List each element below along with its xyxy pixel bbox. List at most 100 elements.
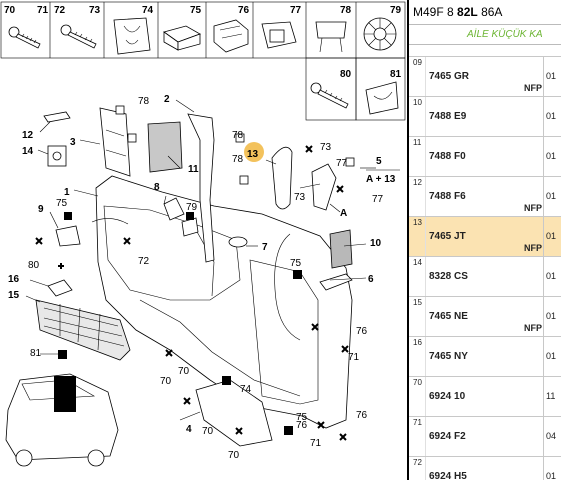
part-index: 72	[413, 458, 422, 467]
callout-13: 13	[247, 149, 259, 160]
retainer-clip-icon	[213, 19, 249, 53]
model-code-prefix: M49F 8	[413, 5, 454, 19]
vehicle-family: AİLE KÜÇÜK KA	[409, 24, 561, 44]
part-index: 16	[413, 338, 422, 347]
part-quantity: 01	[546, 351, 557, 361]
callout-70: 70	[202, 426, 214, 437]
callout-11: 11	[188, 164, 199, 175]
parts-row[interactable]: 72 6924 H5 01	[409, 456, 561, 480]
parts-row[interactable]: 70 6924 10 11	[409, 376, 561, 417]
part-index: 15	[413, 298, 422, 307]
part-quantity: 01	[546, 271, 557, 281]
part-quantity: 11	[546, 391, 556, 401]
callout-15: 15	[8, 290, 20, 301]
part-quantity: 01	[546, 111, 557, 121]
legend-num-77: 77	[290, 5, 302, 16]
part-index: 11	[413, 138, 422, 147]
block-clip-icon	[163, 25, 201, 51]
callout-76: 76	[296, 420, 308, 431]
callout-80: 80	[28, 260, 40, 271]
callout-4: 4	[186, 424, 192, 435]
part-index: 10	[413, 98, 422, 107]
parts-row[interactable]: 15 7465 NE NFP 01	[409, 296, 561, 337]
callout-12: 12	[22, 130, 34, 141]
fastener-markers	[35, 105, 355, 441]
callout-73: 73	[294, 192, 306, 203]
model-code-bold: 82L	[457, 5, 478, 19]
part-quantity: 01	[546, 311, 557, 321]
part-quantity: 04	[546, 431, 557, 441]
callout-8: 8	[154, 182, 160, 193]
part-reference: 7465 NE	[429, 311, 468, 322]
callout-6: 6	[368, 274, 374, 285]
fastener-icon	[315, 21, 347, 53]
callout-a: A	[340, 208, 347, 219]
part-reference: 6924 10	[429, 391, 466, 402]
legend-num-74: 74	[142, 5, 154, 16]
part-reference: 7465 JT	[429, 231, 466, 242]
callout-10: 10	[370, 238, 382, 249]
screw-icon	[310, 82, 349, 109]
callout-16: 16	[8, 274, 20, 285]
callout-77: 77	[336, 158, 348, 169]
callout-81: 81	[30, 348, 42, 359]
legend-num-78: 78	[340, 5, 352, 16]
callout-9: 9	[38, 204, 44, 215]
interior-trim-assembly	[5, 99, 376, 467]
legend-num-72: 72	[54, 5, 66, 16]
part-reference: 8328 CS	[429, 271, 468, 282]
legend-num-75: 75	[190, 5, 202, 16]
part-reference: 7488 F6	[429, 191, 466, 202]
legend-num-81: 81	[390, 69, 402, 80]
callout-70: 70	[160, 376, 172, 387]
part-index: 71	[413, 418, 422, 427]
callout-76: 76	[356, 410, 368, 421]
part-quantity: 01	[546, 71, 557, 81]
legend-num-73: 73	[89, 5, 101, 16]
screw-icon	[60, 24, 97, 49]
callout-14: 14	[22, 146, 34, 157]
callout-74: 74	[240, 384, 252, 395]
vehicle-location-icon	[5, 373, 119, 467]
callout-70: 70	[178, 366, 190, 377]
part-reference: 7488 F0	[429, 151, 466, 162]
selected-part-marker	[244, 142, 264, 162]
part-nfp-flag: NFP	[524, 323, 542, 333]
callout-76: 76	[356, 326, 368, 337]
callout-75: 75	[56, 198, 68, 209]
callout-75: 75	[296, 412, 308, 423]
exploded-parts-diagram: 70 71 72 73 74 75 76 77 78 79 80 81	[0, 1, 406, 467]
part-quantity: 01	[546, 151, 557, 161]
callout-77: 77	[372, 194, 384, 205]
part-reference: 7488 E9	[429, 111, 467, 122]
part-quantity: 01	[546, 191, 557, 201]
header-spacer	[409, 44, 561, 61]
callout-78: 78	[232, 130, 244, 141]
callout-75: 75	[290, 258, 302, 269]
callout-2: 2	[164, 94, 170, 105]
part-index: 14	[413, 258, 422, 267]
model-code-suffix: 86A	[481, 5, 503, 19]
callout-78: 78	[232, 154, 244, 165]
legend-num-71: 71	[37, 5, 49, 16]
parts-row[interactable]: 14 8328 CS 01	[409, 256, 561, 297]
parts-row[interactable]: 10 7488 E9 01	[409, 96, 561, 137]
part-nfp-flag: NFP	[524, 83, 542, 93]
legend-num-80: 80	[340, 69, 352, 80]
part-index: 09	[413, 58, 422, 67]
part-quantity: 01	[546, 471, 557, 480]
parts-row[interactable]: 11 7488 F0 01	[409, 136, 561, 177]
part-reference: 6924 H5	[429, 471, 467, 480]
callout-7: 7	[262, 242, 268, 253]
part-nfp-flag: NFP	[524, 203, 542, 213]
callout-71: 71	[348, 352, 360, 363]
part-index: 13	[413, 218, 422, 227]
part-index: 70	[413, 378, 422, 387]
callout-5: 5	[376, 156, 382, 167]
